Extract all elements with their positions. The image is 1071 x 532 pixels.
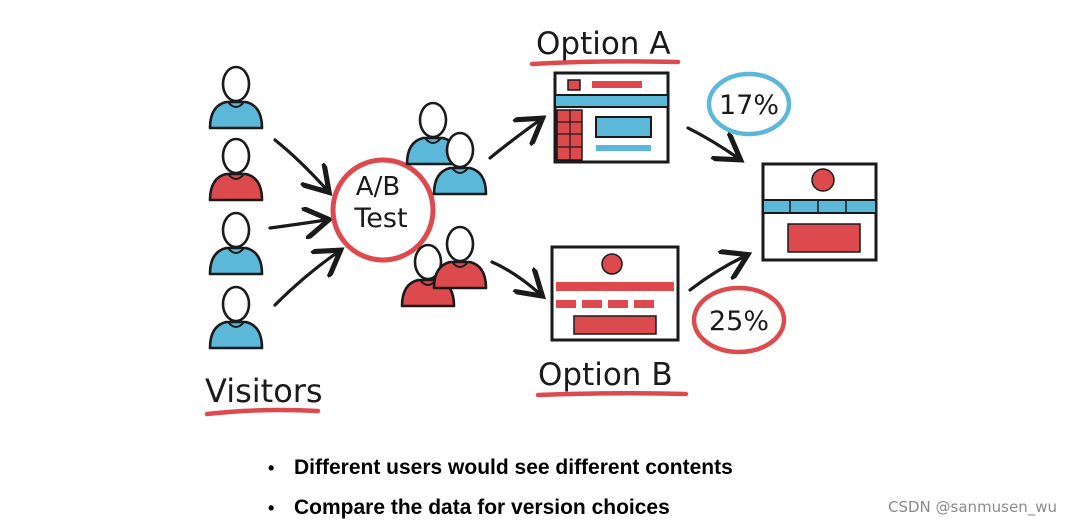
option-a-label: Option A — [536, 26, 671, 62]
result-page-mockup — [761, 162, 878, 262]
option-b-page-mockup — [550, 245, 680, 342]
option-b-label: Option B — [538, 357, 673, 393]
arrow-to-option-b — [490, 260, 540, 294]
bullet-item-2: •Compare the data for version choices — [268, 496, 670, 519]
arrow-b-to-result — [688, 256, 745, 292]
option-b-underline — [535, 390, 689, 398]
option-a-underline — [529, 59, 681, 67]
option-a-rate-circle — [706, 71, 792, 137]
option-b-rate: 25% — [709, 306, 769, 337]
visitors-label: Visitors — [205, 372, 323, 410]
arrow-to-option-a — [488, 120, 540, 160]
group-b-users — [400, 225, 488, 308]
bullet-item-1: •Different users would see different con… — [268, 456, 733, 479]
visitor-icon-4 — [208, 285, 264, 350]
ab-label: A/B — [356, 172, 400, 202]
visitor-icon-2 — [208, 137, 264, 202]
option-a-rate: 17% — [719, 90, 779, 121]
test-label: Test — [353, 203, 407, 234]
visitor-icon-1 — [208, 65, 264, 130]
visitors-underline — [204, 407, 321, 417]
visitors-group — [208, 65, 264, 350]
visitor-arrows — [268, 138, 338, 307]
bullet-list: •Different users would see different con… — [268, 452, 733, 532]
ab-test-circle — [330, 157, 436, 263]
option-b-rate-circle — [691, 285, 787, 355]
visitor-icon-3 — [208, 211, 264, 276]
group-a-users — [405, 101, 488, 196]
watermark: CSDN @sanmusen_wu — [888, 498, 1057, 516]
arrow-a-to-result — [686, 126, 738, 158]
option-a-page-mockup — [553, 71, 670, 164]
ab-test-diagram: Visitors A/B Test Option A — [204, 26, 878, 417]
